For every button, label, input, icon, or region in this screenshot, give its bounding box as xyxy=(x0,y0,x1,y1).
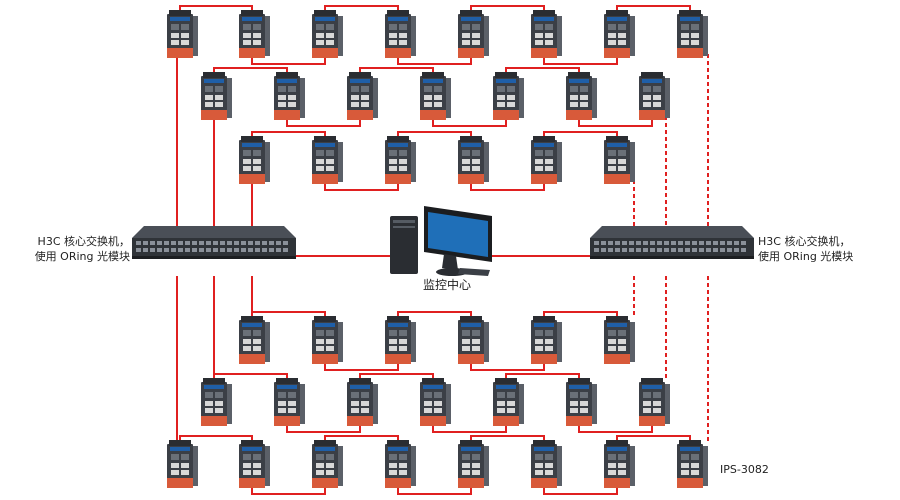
industrial-switch-r4-c6 xyxy=(639,378,670,426)
ring-link-b1-2 xyxy=(359,373,434,380)
ring-link-b1-4 xyxy=(505,373,580,380)
ring-link-b2-3 xyxy=(397,488,472,495)
industrial-switch-r1-c6 xyxy=(639,72,670,120)
industrial-switch-r3-c3 xyxy=(458,316,489,364)
ring-link-t1-2 xyxy=(359,67,434,74)
industrial-switch-r0-c6 xyxy=(604,10,635,58)
ring-link-t0-6 xyxy=(616,5,691,12)
industrial-switch-r5-c4 xyxy=(458,440,489,488)
ring-link-t0-4 xyxy=(470,5,545,12)
industrial-switch-r4-c0 xyxy=(201,378,232,426)
industrial-switch-r5-c0 xyxy=(167,440,198,488)
industrial-switch-r0-c5 xyxy=(531,10,562,58)
industrial-switch-r4-c1 xyxy=(274,378,305,426)
industrial-switch-r3-c2 xyxy=(385,316,416,364)
ring-link-b0-4 xyxy=(543,311,618,318)
industrial-switch-r2-c5 xyxy=(604,136,635,184)
ring-link-b2-2 xyxy=(324,435,399,442)
industrial-switch-r5-c6 xyxy=(604,440,635,488)
industrial-switch-r5-c5 xyxy=(531,440,562,488)
ring-link-b2-0 xyxy=(179,435,253,442)
ring-link-b2-4 xyxy=(470,435,545,442)
industrial-switch-r2-c0 xyxy=(239,136,270,184)
ring-link-t0-0 xyxy=(179,5,253,12)
left-core-switch xyxy=(132,226,296,259)
industrial-switch-r2-c4 xyxy=(531,136,562,184)
ring-link-b0-3 xyxy=(470,364,545,371)
industrial-switch-r5-c3 xyxy=(385,440,416,488)
ring-link-t2-3 xyxy=(470,184,545,191)
industrial-switch-r4-c3 xyxy=(420,378,451,426)
ring-link-b1-5 xyxy=(578,426,653,433)
industrial-switch-r0-c1 xyxy=(239,10,270,58)
industrial-switch-r3-c4 xyxy=(531,316,562,364)
ring-link-b2-1 xyxy=(251,488,326,495)
industrial-switch-r2-c3 xyxy=(458,136,489,184)
industrial-switch-r0-c4 xyxy=(458,10,489,58)
ring-link-t0-1 xyxy=(251,58,326,65)
ring-link-t0-5 xyxy=(543,58,618,65)
industrial-switch-r2-c1 xyxy=(312,136,343,184)
industrial-switch-r0-c3 xyxy=(385,10,416,58)
left-core-switch-label-line-2: 使用 ORing 光模块 xyxy=(34,250,130,263)
industrial-switch-r5-c7 xyxy=(677,440,708,488)
industrial-switch-r4-c4 xyxy=(493,378,524,426)
industrial-switch-r0-c7 xyxy=(677,10,708,58)
ring-link-t1-4 xyxy=(505,67,580,74)
industrial-switch-r1-c2 xyxy=(347,72,378,120)
industrial-switch-r1-c3 xyxy=(420,72,451,120)
left-core-switch-label-line-1: H3C 核心交换机， xyxy=(37,235,130,248)
ring-link-t1-5 xyxy=(578,120,653,127)
ring-link-b2-5 xyxy=(543,488,618,495)
industrial-switch-r1-c5 xyxy=(566,72,597,120)
ring-link-b0-2 xyxy=(397,311,472,318)
ring-link-t2-2 xyxy=(397,131,472,138)
industrial-switch-r1-c1 xyxy=(274,72,305,120)
industrial-switch-r0-c0 xyxy=(167,10,198,58)
ring-link-t1-1 xyxy=(286,120,361,127)
ring-link-t2-4 xyxy=(543,131,618,138)
network-links xyxy=(176,5,709,495)
industrial-switch-r5-c2 xyxy=(312,440,343,488)
industrial-switch-r1-c4 xyxy=(493,72,524,120)
ring-link-b1-3 xyxy=(432,426,507,433)
ring-link-t0-3 xyxy=(397,58,472,65)
right-core-switch-label-line-2: 使用 ORing 光模块 xyxy=(758,250,854,263)
industrial-switch-r2-c2 xyxy=(385,136,416,184)
devices-layer xyxy=(132,10,754,488)
right-core-switch-label: H3C 核心交换机， 使用 ORing 光模块 xyxy=(758,234,878,264)
industrial-switch-r3-c5 xyxy=(604,316,635,364)
monitoring-center-label: 监控中心 xyxy=(422,278,471,292)
ring-link-b2-6 xyxy=(616,435,691,442)
industrial-switch-r0-c2 xyxy=(312,10,343,58)
industrial-switch-r3-c1 xyxy=(312,316,343,364)
ring-link-t2-1 xyxy=(324,184,399,191)
ring-link-b1-1 xyxy=(286,426,361,433)
ring-link-b0-1 xyxy=(324,364,399,371)
ring-link-t1-3 xyxy=(432,120,507,127)
ring-link-t1-0 xyxy=(213,67,288,74)
industrial-switch-r5-c1 xyxy=(239,440,270,488)
industrial-switch-r1-c0 xyxy=(201,72,232,120)
ring-link-t0-2 xyxy=(324,5,399,12)
left-core-switch-label: H3C 核心交换机， 使用 ORing 光模块 xyxy=(30,234,130,264)
industrial-switch-r3-c0 xyxy=(239,316,270,364)
industrial-switch-r4-c2 xyxy=(347,378,378,426)
industrial-switch-r4-c5 xyxy=(566,378,597,426)
device-model-label: IPS-3082 xyxy=(720,463,769,476)
ring-link-t2-0 xyxy=(251,131,326,138)
right-core-switch xyxy=(590,226,754,259)
monitoring-center-pc xyxy=(390,206,492,276)
right-core-switch-label-line-1: H3C 核心交换机， xyxy=(758,235,851,248)
